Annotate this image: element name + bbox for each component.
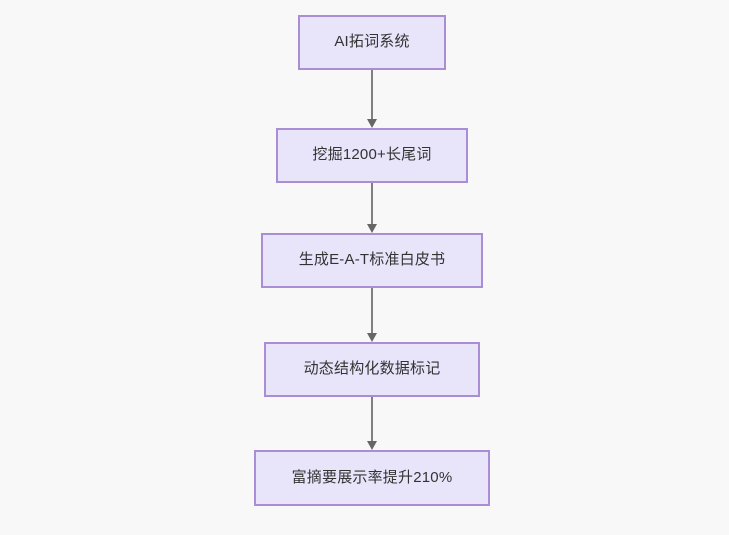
flow-node-label: 生成E-A-T标准白皮书	[298, 251, 446, 269]
flow-node[interactable]: 动态结构化数据标记	[264, 342, 480, 397]
flow-node[interactable]: 生成E-A-T标准白皮书	[261, 233, 483, 288]
flow-node-label: AI拓词系统	[334, 33, 410, 51]
flow-connector-arrow	[366, 70, 378, 128]
flow-node[interactable]: 挖掘1200+长尾词	[276, 128, 468, 183]
connector-line	[371, 288, 373, 334]
flow-connector-arrow	[366, 397, 378, 450]
connector-line	[371, 70, 373, 120]
flow-node-label: 挖掘1200+长尾词	[312, 146, 432, 164]
flow-connector-arrow	[366, 183, 378, 233]
arrowhead-down-icon	[367, 119, 377, 128]
connector-line	[371, 183, 373, 225]
arrowhead-down-icon	[367, 333, 377, 342]
flow-node-label: 动态结构化数据标记	[303, 360, 441, 378]
flow-node[interactable]: 富摘要展示率提升210%	[254, 450, 490, 506]
flow-connector-arrow	[366, 288, 378, 342]
flow-node-label: 富摘要展示率提升210%	[291, 468, 453, 486]
connector-line	[371, 397, 373, 442]
flow-node[interactable]: AI拓词系统	[298, 15, 446, 70]
arrowhead-down-icon	[367, 441, 377, 450]
arrowhead-down-icon	[367, 224, 377, 233]
